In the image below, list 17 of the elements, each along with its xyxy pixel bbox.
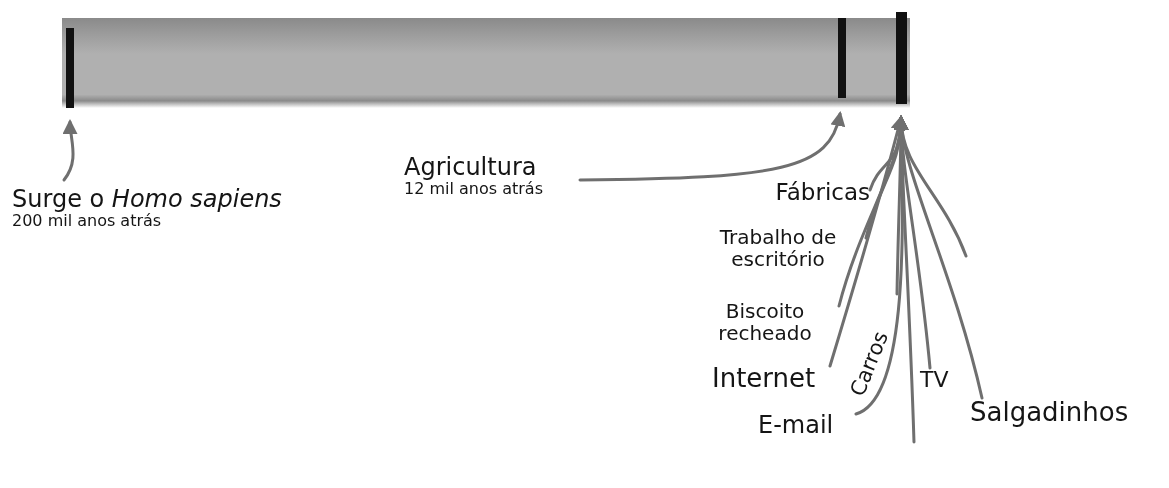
arrow: [828, 115, 906, 368]
event-label: Salgadinhos: [970, 398, 1130, 427]
timeline-tick: [66, 28, 74, 108]
event-label: Biscoito recheado: [717, 300, 813, 344]
event-label: Surge o Homo sapiens: [12, 186, 283, 213]
date-note: 200 mil anos atrás: [12, 212, 163, 230]
arrow: [578, 111, 845, 182]
date-note: 12 mil anos atrás: [404, 180, 544, 198]
event-label: Agricultura: [404, 154, 537, 181]
event-label: Fábricas: [775, 180, 870, 206]
timeline-tick: [838, 18, 846, 98]
event-label: Trabalho de escritório: [718, 226, 838, 270]
arrow: [62, 119, 78, 182]
event-label: TV: [920, 368, 950, 393]
timeline-tick: [896, 12, 907, 104]
event-label: Internet: [712, 364, 817, 393]
event-label: E-mail: [758, 412, 835, 439]
